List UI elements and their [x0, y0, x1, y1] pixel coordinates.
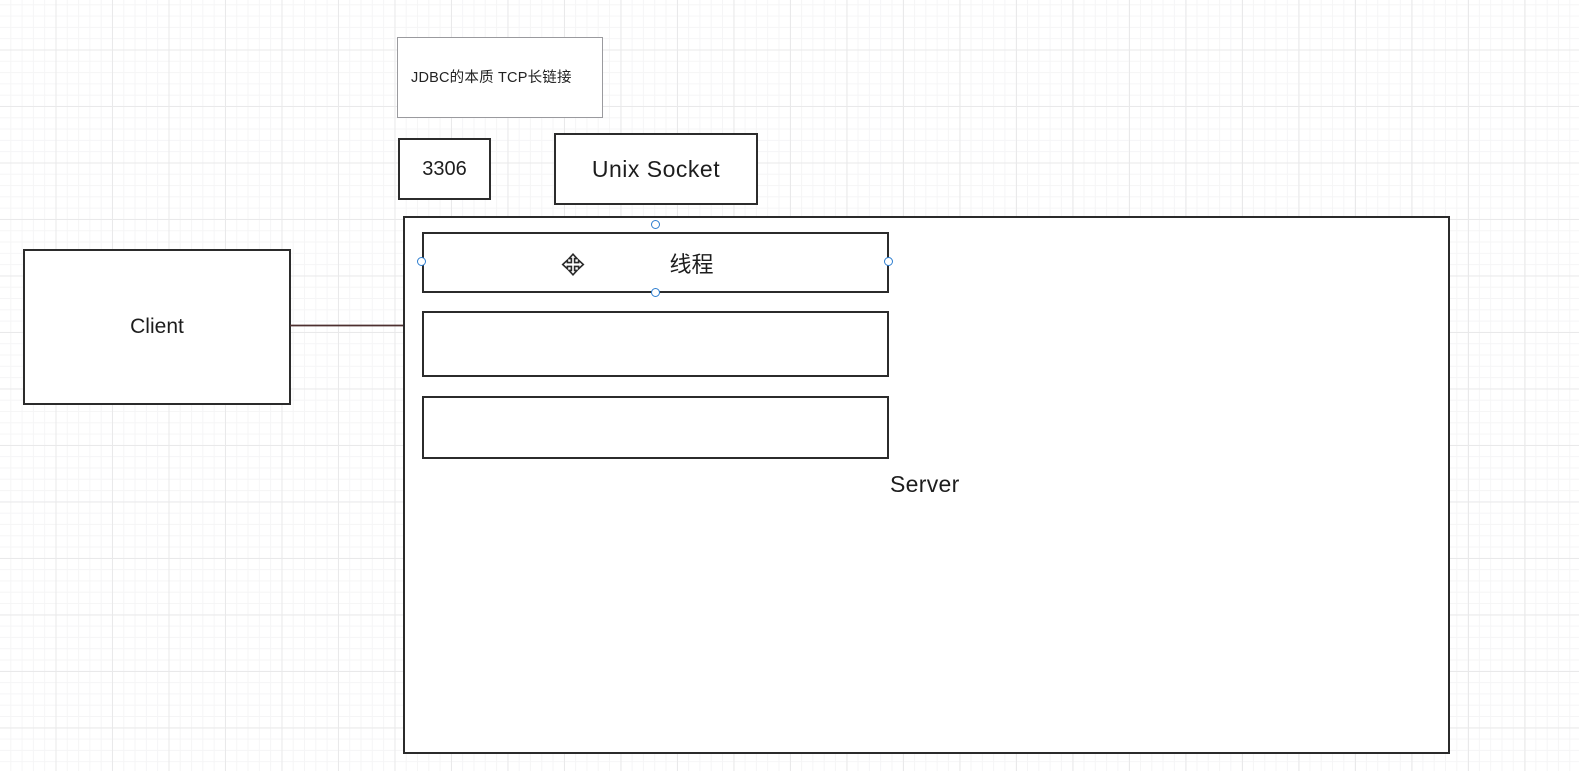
selection-handle-left[interactable]: [417, 257, 426, 266]
selection-handle-top[interactable]: [651, 220, 660, 229]
shape-jdbc-note[interactable]: JDBC的本质 TCP长链接: [397, 37, 603, 118]
shape-thread-label: 线程: [669, 251, 714, 277]
shape-slot-2[interactable]: [422, 311, 889, 377]
shape-server-label: Server: [890, 471, 960, 497]
move-cursor-icon: [560, 253, 586, 276]
selection-handle-bottom[interactable]: [651, 288, 660, 297]
shape-port-3306[interactable]: 3306: [398, 138, 491, 200]
shape-server[interactable]: [403, 216, 1450, 754]
shape-unix-socket[interactable]: Unix Socket: [554, 133, 758, 205]
shape-client[interactable]: Client: [23, 249, 291, 405]
shape-jdbc-note-label: JDBC的本质 TCP长链接: [411, 70, 572, 86]
shape-thread[interactable]: 线程: [422, 232, 889, 293]
shape-slot-3[interactable]: [422, 396, 889, 459]
shape-client-label: Client: [130, 315, 184, 338]
selection-handle-right[interactable]: [884, 257, 893, 266]
shape-unix-socket-label: Unix Socket: [591, 155, 721, 182]
shape-port-3306-label: 3306: [422, 157, 467, 180]
